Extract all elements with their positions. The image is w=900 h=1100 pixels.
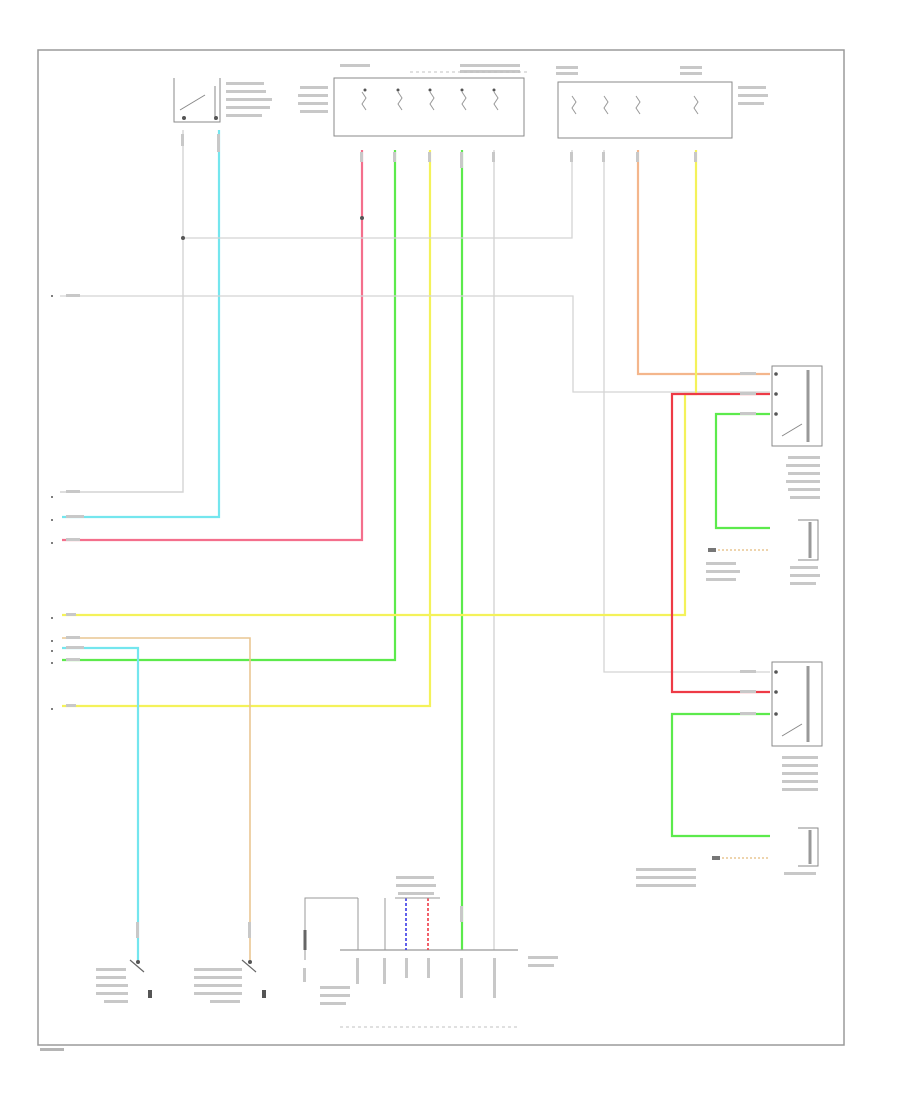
wire-org — [636, 150, 770, 376]
wire-gry-right — [603, 150, 770, 673]
door-switch-lower — [740, 661, 823, 791]
combination-meter-connector — [303, 876, 558, 1028]
fuse-relay-box-right — [556, 66, 768, 139]
sensor-lower — [636, 827, 819, 887]
door-switch-driver — [96, 959, 152, 1003]
wire-red — [670, 392, 770, 694]
wire-labels-vertical — [136, 134, 697, 938]
wire-white-crossover — [183, 150, 573, 239]
page-footer-mark — [40, 1048, 64, 1051]
wire-yel-right — [62, 150, 698, 617]
wire-grn-switch-2 — [670, 712, 770, 838]
door-switch-passenger — [194, 959, 266, 1003]
wire-white-switch — [60, 130, 184, 493]
wire-grn-1 — [62, 150, 397, 662]
wire-white-to-right-switch — [60, 295, 770, 393]
wires-center — [62, 150, 495, 950]
diagram-frame — [37, 49, 845, 1046]
wire-yel-1 — [62, 150, 432, 708]
wire-lt-blu-switch — [62, 130, 221, 519]
left-labels — [51, 294, 84, 710]
sensor-upper — [706, 519, 820, 585]
fuse-relay-box-center — [298, 64, 528, 137]
wire-pnk — [62, 150, 364, 542]
switch-assembly-top-left — [173, 78, 272, 123]
wire-grn-switch-1 — [714, 412, 770, 530]
wires-bottom-left — [62, 637, 251, 960]
door-switch-upper — [740, 365, 823, 499]
wires-right — [62, 150, 770, 838]
wire-tan-bottom — [62, 637, 251, 960]
wire-lt-blu-bottom — [62, 646, 140, 960]
wires-top-left — [60, 130, 221, 519]
